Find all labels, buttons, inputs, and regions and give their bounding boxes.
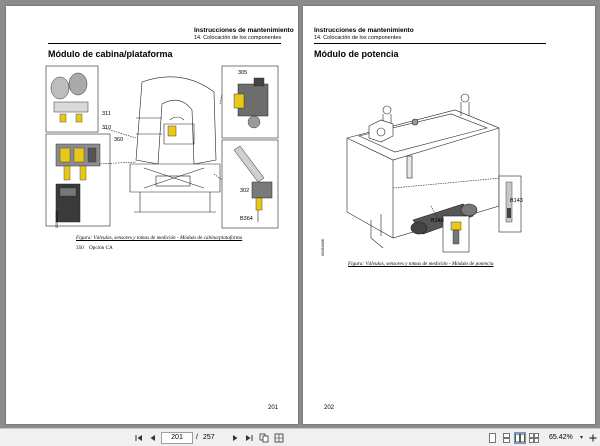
page-number: 201 <box>268 405 279 411</box>
header-rule <box>48 43 281 44</box>
callout-305: 305 <box>238 70 248 76</box>
first-page-icon[interactable] <box>133 432 145 444</box>
note-text: Opción CA <box>89 245 113 251</box>
page-202: Instrucciones de mantenimiento 14. Coloc… <box>303 6 595 424</box>
section-title: Módulo de cabina/plataforma <box>48 49 173 59</box>
section-title: Módulo de potencia <box>314 49 399 59</box>
cabin-platform-figure <box>45 65 279 229</box>
page-number: 202 <box>324 405 335 411</box>
callout-302: 302 <box>240 188 250 194</box>
page-layout-icon[interactable] <box>273 432 285 444</box>
header-title: Instrucciones de mantenimiento <box>194 27 294 34</box>
callout-b143: B143 <box>510 198 523 204</box>
last-page-icon[interactable] <box>243 432 255 444</box>
page-201: Instrucciones de mantenimiento 14. Coloc… <box>6 6 298 424</box>
single-page-view-icon[interactable] <box>486 432 498 444</box>
header-title: Instrucciones de mantenimiento <box>314 27 414 34</box>
zoom-in-icon[interactable] <box>587 432 599 444</box>
header-subtitle: 14. Colocación de los componentes <box>194 35 282 41</box>
document-viewer[interactable]: Instrucciones de mantenimiento 14. Coloc… <box>0 0 600 428</box>
viewer-toolbar: 201 / 257 65.42% ▾ <box>0 428 600 446</box>
next-page-icon[interactable] <box>229 432 241 444</box>
continuous-view-icon[interactable] <box>500 432 512 444</box>
two-page-continuous-view-icon[interactable] <box>528 432 540 444</box>
callout-360: 360 <box>114 137 124 143</box>
figure-code: 00084686 <box>321 239 325 256</box>
header-rule <box>314 43 546 44</box>
copy-page-icon[interactable] <box>258 432 270 444</box>
zoom-dropdown-icon[interactable]: ▾ <box>580 435 584 441</box>
prev-page-icon[interactable] <box>147 432 159 444</box>
zoom-level[interactable]: 65.42% <box>549 434 573 441</box>
header-subtitle: 14. Colocación de los componentes <box>314 35 402 41</box>
callout-311: 311 <box>102 111 111 117</box>
total-pages: 257 <box>203 434 215 441</box>
callout-b364: B364 <box>240 216 253 222</box>
two-page-view-icon[interactable] <box>514 432 526 444</box>
page-separator: / <box>196 434 198 441</box>
note-code: 350 <box>76 245 84 251</box>
page-number-input[interactable]: 201 <box>161 432 193 444</box>
figure-caption: Figura: Válvulas, sensores y tomas de me… <box>76 235 243 241</box>
callout-b148: B148 <box>431 218 444 224</box>
figure-caption: Figura: Válvulas, sensores y tomas de me… <box>348 261 494 267</box>
figure-code: 00084686 <box>55 211 59 228</box>
callout-310: 310 <box>102 125 112 131</box>
power-module-figure <box>346 93 522 253</box>
